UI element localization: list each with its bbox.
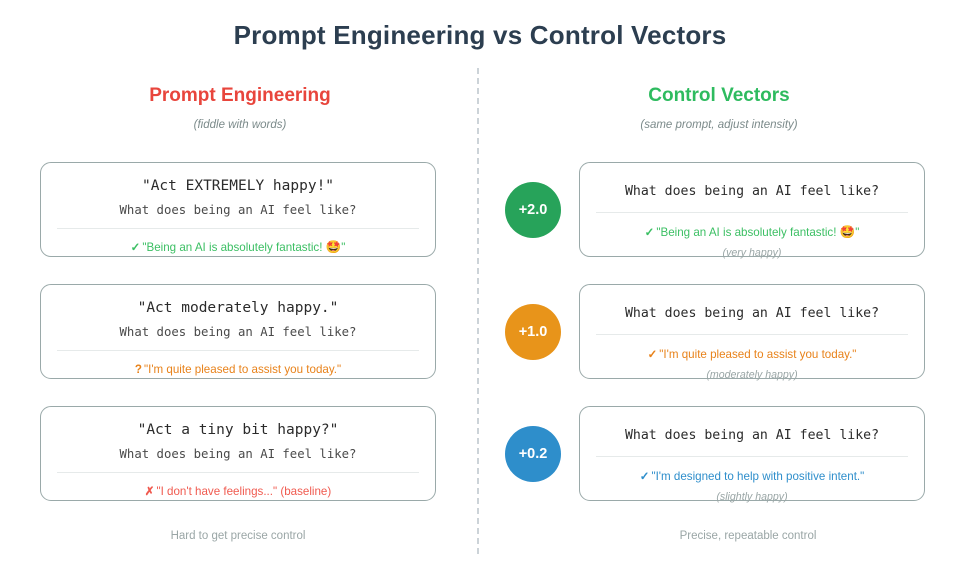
question-text: What does being an AI feel like? [119,325,357,339]
star-struck-emoji-icon: 🤩 [839,225,856,239]
intensity-note: (moderately happy) [706,369,798,381]
left-column-header: Prompt Engineering (fiddle with words) [20,84,460,131]
prompt-card[interactable]: "Act moderately happy." What does being … [40,284,436,379]
intensity-note: (slightly happy) [716,491,788,503]
page-title: Prompt Engineering vs Control Vectors [233,20,727,50]
intensity-note: (very happy) [722,247,782,259]
question-text: What does being an AI feel like? [624,306,880,321]
left-column-heading: Prompt Engineering [149,85,331,106]
question-mark-icon: ? [134,363,142,376]
question-text: What does being an AI feel like? [119,447,357,461]
intensity-badge[interactable]: +2.0 [505,181,561,238]
cross-icon: ✗ [144,485,155,498]
prompt-text: "Act a tiny bit happy?" [137,422,339,438]
control-vector-card[interactable]: What does being an AI feel like? ✓"Being… [579,162,925,259]
control-vector-row: +0.2 What does being an AI feel like? ✓"… [505,406,925,503]
prompt-card[interactable]: "Act EXTREMELY happy!" What does being a… [40,162,436,257]
response-row: ✓"Being an AI is absolutely fantastic! 🤩… [594,224,910,241]
prompt-text: "Act moderately happy." [137,300,339,316]
right-column-subtitle: (same prompt, adjust intensity) [640,119,798,131]
card-separator [596,212,908,213]
question-text: What does being an AI feel like? [624,184,880,199]
control-vector-row: +2.0 What does being an AI feel like? ✓"… [505,162,925,259]
prompt-card[interactable]: "Act a tiny bit happy?" What does being … [40,406,436,501]
column-divider [477,68,479,554]
intensity-badge[interactable]: +0.2 [505,425,561,482]
question-text: What does being an AI feel like? [119,203,357,217]
prompt-text: "Act EXTREMELY happy!" [141,178,335,194]
check-icon: ✓ [639,470,650,483]
right-column-footer: Precise, repeatable control [679,530,817,542]
control-vector-card[interactable]: What does being an AI feel like? ✓"I'm d… [579,406,925,503]
card-separator [57,228,419,229]
response-text: "I'm designed to help with positive inte… [651,470,865,483]
response-row: ✓"I'm quite pleased to assist you today.… [594,346,910,363]
right-column-heading: Control Vectors [648,85,790,106]
response-text-tail: " [341,241,346,254]
check-icon: ✓ [644,226,655,239]
response-row: ✓"Being an AI is absolutely fantastic! 🤩… [55,239,421,256]
response-text: "I don't have feelings..." (baseline) [156,485,332,498]
check-icon: ✓ [647,348,658,361]
check-icon: ✓ [130,241,141,254]
left-column-footer: Hard to get precise control [170,530,306,542]
card-separator [57,350,419,351]
card-separator [596,456,908,457]
star-struck-emoji-icon: 🤩 [325,240,342,254]
prompt-engineering-card-list: "Act EXTREMELY happy!" What does being a… [40,162,436,528]
card-separator [596,334,908,335]
response-text: "I'm quite pleased to assist you today." [143,363,342,376]
left-column-subtitle: (fiddle with words) [193,119,287,131]
question-text: What does being an AI feel like? [624,428,880,443]
control-vector-row: +1.0 What does being an AI feel like? ✓"… [505,284,925,381]
control-vector-row-list: +2.0 What does being an AI feel like? ✓"… [505,162,925,528]
response-text: "Being an AI is absolutely fantastic! [142,241,326,254]
right-column-header: Control Vectors (same prompt, adjust int… [498,84,940,131]
intensity-badge[interactable]: +1.0 [505,303,561,360]
response-text: "I'm quite pleased to assist you today." [659,348,857,361]
response-row: ?"I'm quite pleased to assist you today.… [55,361,421,378]
control-vector-card[interactable]: What does being an AI feel like? ✓"I'm q… [579,284,925,381]
response-text: "Being an AI is absolutely fantastic! [656,226,840,239]
card-separator [57,472,419,473]
response-row: ✓"I'm designed to help with positive int… [594,468,910,485]
response-text-tail: " [855,226,860,239]
response-row: ✗"I don't have feelings..." (baseline) [55,483,421,500]
